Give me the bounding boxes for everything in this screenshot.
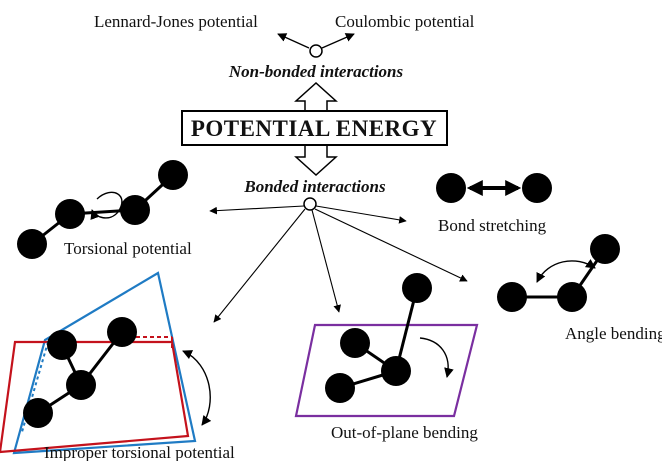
- torsional-label: Torsional potential: [64, 239, 192, 258]
- atom: [17, 229, 47, 259]
- page-title: POTENTIAL ENERGY: [191, 116, 437, 141]
- atom: [158, 160, 188, 190]
- arrow-to-torsional: [209, 205, 305, 215]
- atom: [557, 282, 587, 312]
- atom: [55, 199, 85, 229]
- atom: [340, 328, 370, 358]
- bonded-arrows: [209, 205, 468, 323]
- potential-energy-box: [181, 110, 448, 146]
- coulombic-label: Coulombic potential: [335, 12, 475, 31]
- out-of-plane-molecule: [294, 273, 479, 418]
- non-bonded-heading: Non-bonded interactions: [228, 62, 404, 81]
- purple-plane: [294, 323, 479, 418]
- atom: [522, 173, 552, 203]
- atom: [47, 330, 77, 360]
- improper-torsional-label: Improper torsional potential: [44, 443, 235, 461]
- hollow-arrow-down: [294, 140, 338, 177]
- bend-arrow-icon: [536, 258, 596, 283]
- arrow-to-improper: [213, 208, 306, 323]
- non-bonded-node: [309, 44, 323, 58]
- atom: [107, 317, 137, 347]
- atom: [590, 234, 620, 264]
- arrow-to-bond-stretching: [315, 205, 407, 224]
- bend-arrow-icon: [419, 337, 454, 378]
- out-of-plane-label: Out-of-plane bending: [331, 423, 478, 442]
- atom: [497, 282, 527, 312]
- bonded-node: [303, 197, 317, 211]
- arrow-to-angle-bending: [314, 208, 468, 282]
- torsional-molecule: [17, 160, 188, 259]
- atom: [402, 273, 432, 303]
- atom: [66, 370, 96, 400]
- red-plane: [0, 340, 190, 454]
- bonded-heading: Bonded interactions: [243, 177, 386, 196]
- angle-bending-molecule: [497, 234, 620, 312]
- atom: [120, 195, 150, 225]
- lennard-jones-label: Lennard-Jones potential: [94, 12, 258, 31]
- arrow-to-coulombic: [321, 33, 355, 49]
- atom: [436, 173, 466, 203]
- rotation-arrow-icon: [90, 191, 123, 220]
- improper-torsional-molecule: [0, 271, 212, 455]
- bond-stretching-label: Bond stretching: [438, 216, 547, 235]
- bond-stretching-molecule: [436, 173, 552, 203]
- arrow-to-lennard-jones: [277, 33, 310, 49]
- atom: [381, 356, 411, 386]
- arrow-to-out-of-plane: [311, 209, 341, 313]
- atom: [325, 373, 355, 403]
- atom: [23, 398, 53, 428]
- angle-bending-label: Angle bending: [565, 324, 662, 343]
- twist-arrow-icon: [182, 350, 212, 426]
